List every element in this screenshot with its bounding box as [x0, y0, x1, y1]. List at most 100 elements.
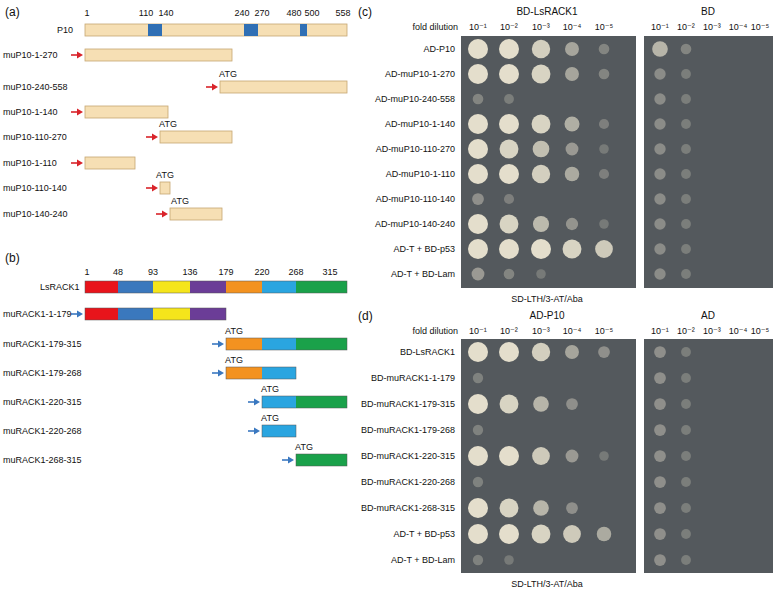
p10-constructs: [71, 24, 347, 220]
yeast-spot: [681, 119, 691, 129]
protein-name: LsRACK1: [40, 283, 80, 292]
yeast-spot: [566, 450, 579, 463]
yeast-spot: [473, 425, 483, 435]
dilution-label: 10⁻²: [677, 23, 695, 32]
motif-box: [244, 24, 258, 36]
dilution-label: 10⁻¹: [469, 327, 487, 336]
row-label: BD-muRACK1-220-315: [361, 452, 455, 461]
yeast-spot: [468, 239, 488, 259]
blade-segment: [226, 281, 262, 293]
blade-segment: [118, 281, 153, 293]
yeast-spot: [654, 168, 665, 179]
row-label: BD-muRACK1-1-179: [371, 374, 455, 383]
axis-title: fold dilution: [412, 23, 458, 32]
arrow-head: [152, 134, 158, 141]
yeast-spot: [681, 555, 691, 565]
yeast-spot: [499, 446, 519, 466]
yeast-spot: [504, 555, 514, 565]
spot-assay-bait: [461, 36, 636, 288]
yeast-spot: [654, 424, 666, 436]
panel-letter: (c): [358, 6, 372, 18]
yeast-spot: [565, 42, 579, 56]
row-label: AD-muP10-240-558: [375, 95, 455, 104]
construct-name: muP10-110-140: [3, 184, 67, 193]
residue-number: 220: [254, 268, 269, 277]
arrow-head: [218, 370, 224, 377]
start-codon: ATG: [261, 385, 279, 394]
yeast-spot: [654, 476, 666, 488]
arrow-head: [77, 160, 83, 167]
yeast-spot: [681, 503, 691, 513]
yeast-spot: [681, 244, 691, 254]
yeast-spot: [654, 68, 665, 79]
yeast-spot: [681, 144, 691, 154]
yeast-spot: [654, 502, 666, 514]
yeast-spot: [500, 140, 519, 159]
dilution-label: 10⁻³: [532, 23, 550, 32]
arrow-head: [77, 52, 83, 59]
residue-number: 48: [113, 268, 123, 277]
residue-number: 93: [148, 268, 158, 277]
yeast-spot: [598, 346, 610, 358]
yeast-spot: [473, 373, 483, 383]
start-codon: ATG: [261, 414, 279, 423]
blade-segment: [226, 367, 262, 379]
residue-number: 1: [84, 268, 89, 277]
row-label: BD-muRACK1-179-268: [361, 426, 455, 435]
protein-bar: [262, 396, 347, 408]
motif-box: [300, 24, 307, 36]
yeast-spot: [532, 115, 551, 134]
protein-bar: [226, 338, 347, 350]
blade-segment: [262, 367, 296, 379]
yeast-spot: [566, 502, 578, 514]
yeast-spot: [599, 69, 610, 80]
residue-number: 558: [335, 9, 350, 18]
protein-bar: [226, 367, 296, 379]
yeast-spot: [599, 144, 609, 154]
residue-number: 1: [84, 9, 89, 18]
dilution-label: 10⁻⁵: [595, 327, 614, 336]
residue-number: 315: [322, 268, 337, 277]
row-label: AD-T + BD-Lam: [391, 270, 455, 279]
yeast-spot: [681, 219, 691, 229]
residue-number: 136: [182, 268, 197, 277]
start-codon: ATG: [225, 327, 243, 336]
protein-bar: [160, 131, 232, 143]
row-label: AD-muP10-140-240: [375, 220, 455, 229]
yeast-spot: [681, 373, 691, 383]
blade-segment: [262, 281, 296, 293]
yeast-spot: [500, 215, 519, 234]
start-codon: ATG: [156, 171, 174, 180]
arrow-head: [254, 428, 260, 435]
yeast-spot: [681, 44, 692, 55]
yeast-spot: [566, 218, 578, 230]
construct-name: muP10-1-270: [3, 51, 58, 60]
arrow-head: [212, 84, 218, 91]
construct-name: muRACK1-179-268: [3, 369, 82, 378]
dilution-label: 10⁻¹: [469, 23, 487, 32]
arrow-head: [218, 341, 224, 348]
yeast-spot: [564, 116, 579, 131]
dilution-label: 10⁻⁵: [751, 23, 770, 32]
yeast-spot: [681, 194, 691, 204]
plate-photo: [644, 36, 773, 288]
yeast-spot: [468, 524, 488, 544]
row-label: AD-muP10-110-140: [376, 195, 455, 204]
yeast-spot: [533, 500, 549, 516]
protein-bar: [170, 208, 222, 220]
spot-assay-control: [644, 339, 773, 573]
panel-letter: (a): [5, 6, 20, 18]
construct-name: muP10-140-240: [3, 210, 68, 219]
yeast-spot: [472, 268, 485, 281]
protein-bar: [160, 182, 170, 194]
dilution-label: 10⁻²: [677, 327, 695, 336]
dilution-label: 10⁻⁴: [729, 23, 748, 32]
arrow-head: [254, 399, 260, 406]
blade-segment: [296, 396, 347, 408]
yeast-spot: [499, 524, 519, 544]
dilution-label: 10⁻⁴: [729, 327, 748, 336]
yeast-spot: [652, 41, 668, 57]
yeast-spot: [565, 345, 579, 359]
blade-segment: [190, 308, 226, 320]
construct-name: muRACK1-1-179: [3, 310, 72, 319]
